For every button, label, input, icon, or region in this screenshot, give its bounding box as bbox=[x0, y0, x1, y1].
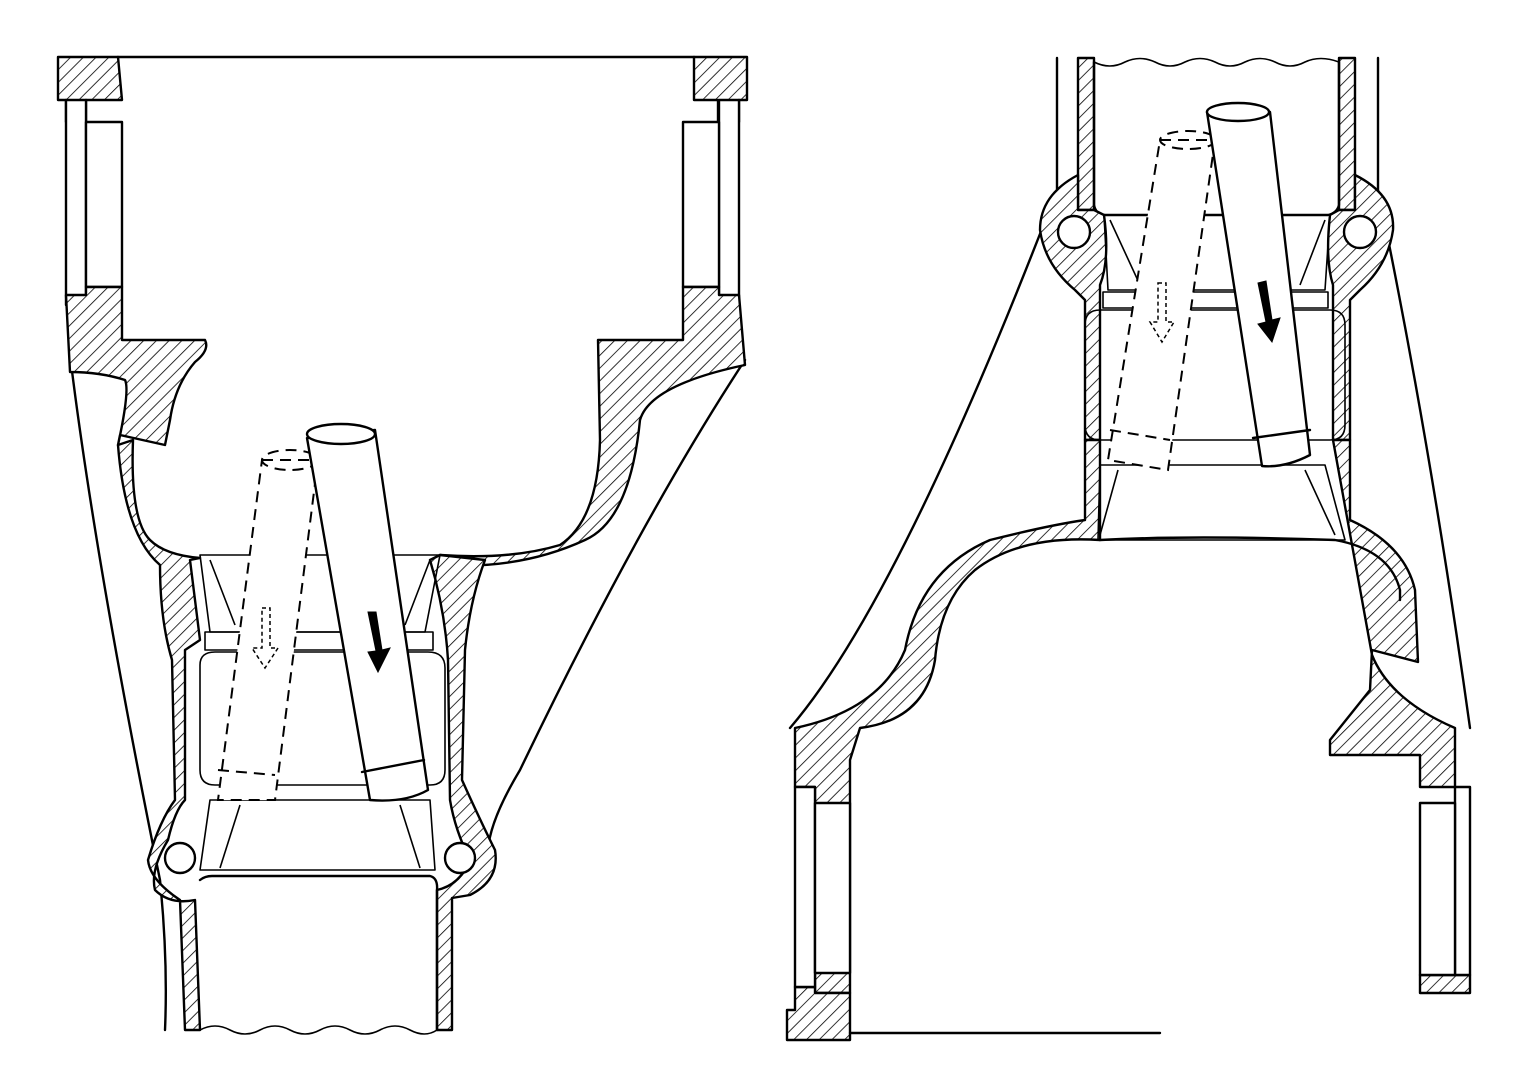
left-top-liner-left-inner bbox=[84, 120, 124, 289]
right-bolt-hole-left bbox=[1056, 214, 1092, 250]
left-bolt-hole-right bbox=[443, 841, 477, 875]
left-inner-wall-right bbox=[428, 553, 497, 1032]
right-roller-pocket bbox=[1084, 309, 1346, 441]
left-outer-casing-left bbox=[68, 353, 168, 1032]
right-spacer-ring bbox=[1102, 291, 1329, 309]
right-bottom-flange-right bbox=[1418, 973, 1472, 995]
right-lower-taper-r bbox=[1304, 469, 1336, 536]
right-roller-current-position bbox=[1205, 101, 1312, 468]
left-bottom-bore bbox=[198, 874, 439, 1032]
left-race-taper-l bbox=[209, 559, 236, 626]
right-panel bbox=[785, 56, 1472, 1042]
right-top-wavy-edge bbox=[1093, 57, 1340, 67]
right-arrow-dashed-icon bbox=[1148, 282, 1176, 344]
left-outer-casing-right bbox=[486, 358, 747, 852]
right-arrow-solid-icon bbox=[1257, 280, 1281, 344]
right-top-wall-right bbox=[1337, 56, 1357, 212]
left-spacer-ring bbox=[204, 631, 434, 651]
left-roller-pocket bbox=[199, 651, 446, 786]
left-shoulder-right bbox=[438, 285, 747, 567]
right-boss-left bbox=[1038, 173, 1108, 442]
right-bottom-flange-left bbox=[785, 985, 852, 1042]
left-arrow-dashed-icon bbox=[250, 607, 280, 670]
right-boss-right bbox=[1326, 173, 1395, 442]
right-top-wall-left bbox=[1076, 56, 1096, 212]
left-lower-race bbox=[199, 799, 436, 871]
left-panel bbox=[56, 55, 749, 1035]
right-bottom-liner-right-outer bbox=[1453, 785, 1472, 977]
left-roller-current-position bbox=[305, 422, 430, 802]
right-race-taper-l bbox=[1109, 219, 1141, 286]
right-lower-wall-right bbox=[1328, 438, 1457, 789]
right-outer-casing-left bbox=[788, 56, 1059, 730]
right-lower-taper-l bbox=[1099, 469, 1119, 536]
left-inner-wall-left bbox=[116, 438, 202, 1032]
right-race-taper-r bbox=[1299, 219, 1326, 286]
left-bolt-hole-left bbox=[163, 841, 197, 875]
left-shoulder-left bbox=[64, 285, 208, 447]
left-race-taper-r bbox=[404, 559, 431, 626]
right-bottom-liner-left-outer bbox=[793, 785, 817, 989]
right-bottom-liner-right-inner bbox=[1418, 801, 1457, 977]
left-arrow-solid-icon bbox=[367, 611, 391, 674]
right-lower-race bbox=[1097, 464, 1346, 541]
left-top-liner-right-outer bbox=[717, 98, 741, 307]
left-lower-taper-l bbox=[219, 804, 241, 869]
right-bolt-hole-right bbox=[1342, 214, 1378, 250]
right-bottom-liner-left-inner bbox=[813, 801, 852, 975]
left-lower-taper-r bbox=[399, 804, 421, 869]
left-bottom-wavy-edge bbox=[199, 1025, 438, 1035]
left-top-liner-right-inner bbox=[681, 120, 721, 289]
left-top-liner-left-outer bbox=[64, 98, 88, 307]
right-lower-bore bbox=[1098, 536, 1402, 602]
